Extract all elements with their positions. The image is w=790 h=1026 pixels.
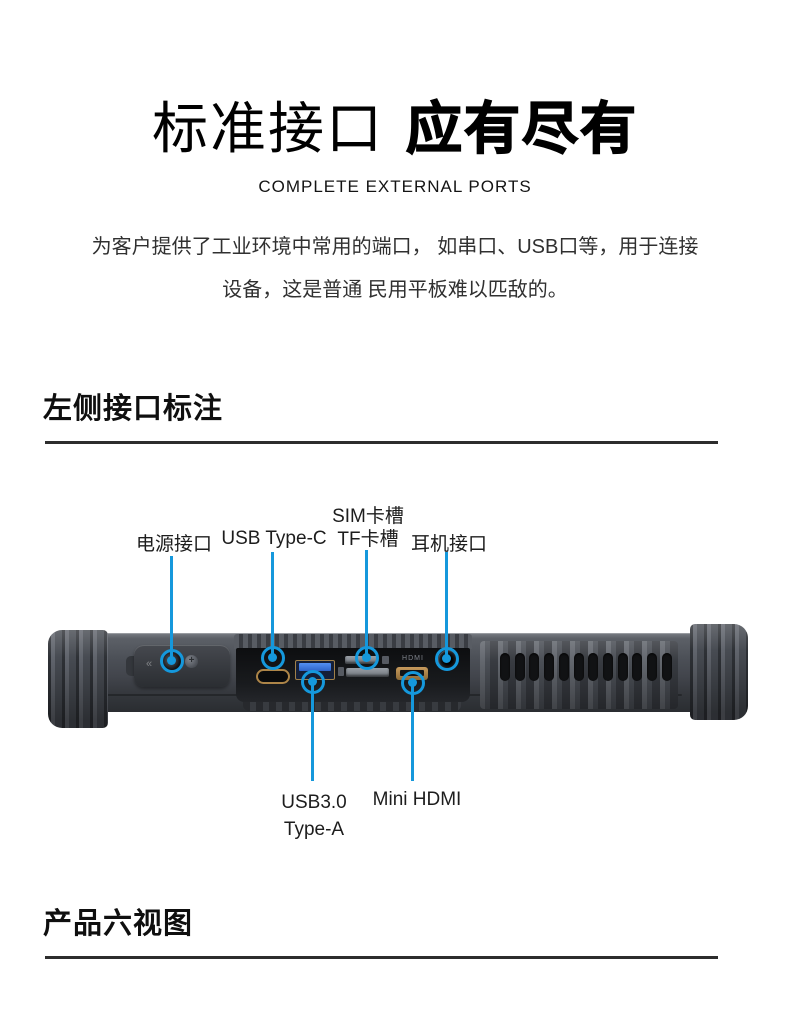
vent-slot <box>573 653 584 681</box>
section-heading-left-ports: 左侧接口标注 <box>43 393 224 425</box>
callout-line-power <box>170 556 173 662</box>
label-tf-slot: TF卡槽 <box>337 529 399 550</box>
callout-line-typec <box>271 552 274 659</box>
callout-ring-usb3 <box>301 670 325 694</box>
usb-type-c-port <box>256 669 290 684</box>
callout-ring-power <box>160 649 184 673</box>
vent-slots <box>500 653 672 681</box>
callout-ring-sim <box>355 646 379 670</box>
label-usb3: USB3.0 <box>281 792 347 813</box>
label-usb-type-c: USB Type-C <box>221 528 327 549</box>
callout-line-hdmi <box>411 683 414 781</box>
label-mini-hdmi: Mini HDMI <box>372 789 462 810</box>
description-paragraph: 为客户提供了工业环境中常用的端口， 如串口、USB口等，用于连接 设备，这是普通… <box>0 226 790 312</box>
page-subtitle: COMPLETE EXTERNAL PORTS <box>258 177 532 196</box>
tablet-side-view: « + HDMI <box>48 618 748 730</box>
right-corner-bumper <box>690 624 748 720</box>
title-part-bold: 应有尽有 <box>405 96 638 161</box>
title-part-light: 标准接口 <box>152 97 384 160</box>
description-line: 为客户提供了工业环境中常用的端口， 如串口、USB口等，用于连接 <box>91 236 699 258</box>
description-line: 设备，这是普通 民用平板难以匹敌的。 <box>222 279 568 301</box>
callout-dot-headphone <box>442 654 451 663</box>
callout-dot-typec <box>268 653 277 662</box>
label-type-a: Type-A <box>283 819 345 840</box>
screw-icon: + <box>185 655 198 668</box>
callout-dot-hdmi <box>408 678 417 687</box>
left-corner-bumper <box>48 630 108 728</box>
callout-ring-hdmi <box>401 671 425 695</box>
label-usb3-type-a: USB3.0 Type-A <box>281 789 346 843</box>
callout-dot-power <box>167 656 176 665</box>
label-headphone-jack: 耳机接口 <box>410 534 488 555</box>
hdmi-engraving: HDMI <box>402 655 424 662</box>
power-engraving-icon: « <box>146 658 153 670</box>
cooling-vents <box>480 641 678 709</box>
callout-ring-typec <box>261 646 285 670</box>
sim-card-icon <box>382 656 389 664</box>
label-sim-slot: SIM卡槽 <box>332 506 404 527</box>
vent-slot <box>632 653 643 681</box>
callout-dot-usb3 <box>308 677 317 686</box>
port-recess-ridge <box>234 634 472 649</box>
vent-slot <box>588 653 599 681</box>
vent-slot <box>558 653 569 681</box>
page-title: 标准接口应有尽有 <box>0 84 790 165</box>
section-divider <box>45 441 718 444</box>
tf-card-slot <box>346 668 389 677</box>
vent-slot <box>529 653 540 681</box>
vent-slot <box>544 653 555 681</box>
section-divider <box>45 956 718 959</box>
callout-dot-sim <box>362 653 371 662</box>
tf-card-icon <box>338 667 344 676</box>
callout-line-headphone <box>445 552 448 660</box>
callout-ring-headphone <box>435 647 459 671</box>
label-sim-tf-slots: SIM卡槽 TF卡槽 <box>332 505 404 551</box>
label-power-port: 电源接口 <box>135 534 213 555</box>
callout-line-usb3 <box>311 682 314 781</box>
vent-slot <box>617 653 628 681</box>
vent-slot <box>514 653 525 681</box>
callout-line-sim <box>365 550 368 659</box>
vent-slot <box>603 653 614 681</box>
vent-slot <box>500 653 510 681</box>
section-heading-six-views: 产品六视图 <box>43 908 194 940</box>
vent-slot <box>647 653 658 681</box>
vent-slot <box>661 653 672 681</box>
